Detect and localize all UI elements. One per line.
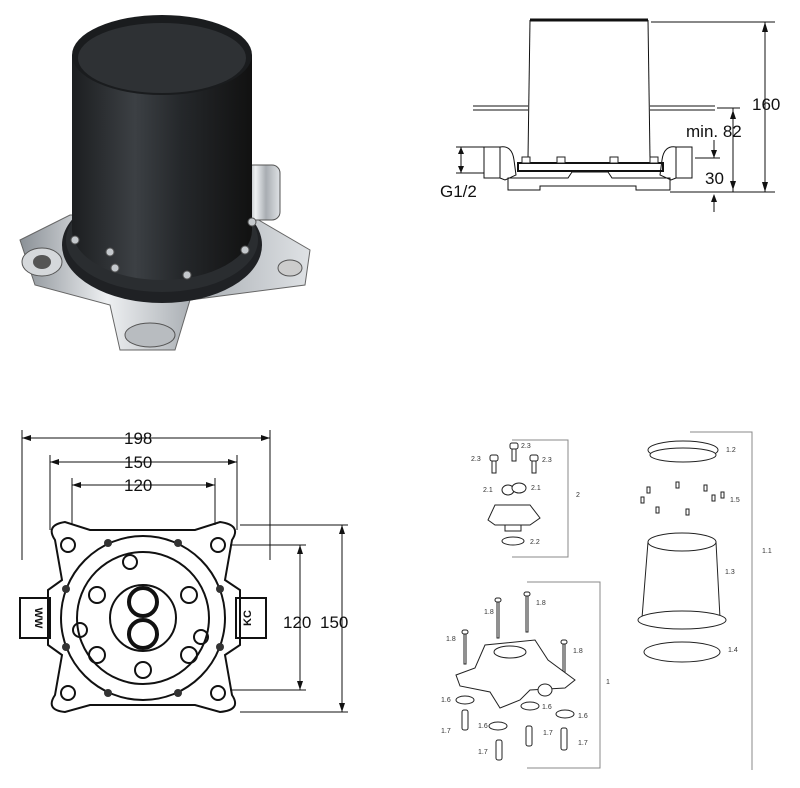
label-1-6: 1.6 — [578, 713, 588, 720]
side-view: 160 min. 82 30 G1/2 — [440, 18, 780, 212]
label-2-1: 2.1 — [483, 487, 493, 494]
label-1-7: 1.7 — [578, 740, 588, 747]
dim-30: 30 — [705, 169, 724, 188]
label-2-3: 2.3 — [471, 456, 481, 463]
label-1: 1 — [606, 679, 610, 686]
label-1-3: 1.3 — [725, 569, 735, 576]
label-1-2: 1.2 — [726, 447, 736, 454]
dim-120-width: 120 — [124, 476, 152, 495]
product-render — [19, 15, 311, 351]
label-2-3: 2.3 — [542, 457, 552, 464]
label-1-7: 1.7 — [441, 728, 451, 735]
dim-g12: G1/2 — [440, 182, 477, 201]
label-1-7: 1.7 — [478, 749, 488, 756]
label-1-8: 1.8 — [484, 609, 494, 616]
label-1-6: 1.6 — [478, 723, 488, 730]
exploded-base: 1.8 1.8 1.8 1.8 1.6 1.6 1.6 1.6 1.7 1.7 … — [441, 581, 610, 769]
label-2: 2 — [576, 492, 580, 499]
exploded-cylinder: 1.2 1.5 1.3 1.4 1.1 — [637, 431, 772, 770]
label-1-6: 1.6 — [542, 704, 552, 711]
exploded-cartridge: 2.3 2.3 2.3 2.1 2.1 2.2 2 — [471, 439, 580, 558]
label-2-1: 2.1 — [531, 485, 541, 492]
label-1-1: 1.1 — [762, 548, 772, 555]
label-1-8: 1.8 — [446, 636, 456, 643]
plan-view: 198 150 120 120 150 WW KC — [19, 429, 348, 714]
dim-height-160: 160 — [752, 95, 780, 114]
label-1-4: 1.4 — [728, 647, 738, 654]
label-1-5: 1.5 — [730, 497, 740, 504]
port-label-ww: WW — [32, 608, 44, 629]
port-label-kc: KC — [242, 610, 254, 626]
label-1-8: 1.8 — [536, 600, 546, 607]
dim-198: 198 — [124, 429, 152, 448]
label-2-2: 2.2 — [530, 539, 540, 546]
dim-min-82: min. 82 — [686, 122, 742, 141]
label-1-6: 1.6 — [441, 697, 451, 704]
dim-120-depth: 120 — [283, 613, 311, 632]
dim-150: 150 — [124, 453, 152, 472]
label-1-7: 1.7 — [543, 730, 553, 737]
label-2-3: 2.3 — [521, 443, 531, 450]
dim-150-depth: 150 — [320, 613, 348, 632]
label-1-8: 1.8 — [573, 648, 583, 655]
